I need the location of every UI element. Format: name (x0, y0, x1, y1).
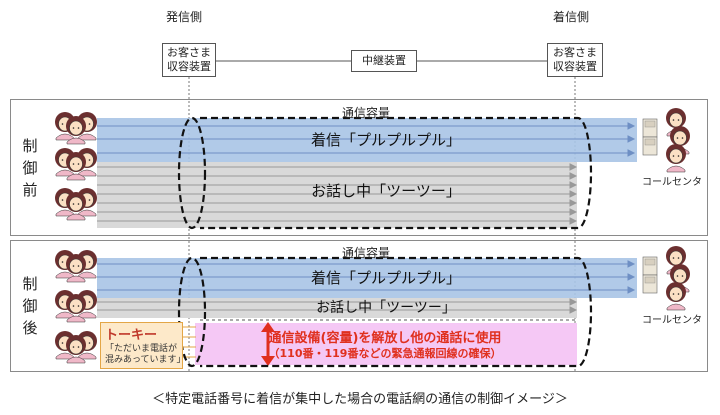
sender-side-label: 発信側 (166, 10, 203, 24)
receiver-box-line1: お客さま (553, 46, 597, 59)
after-busy-text: お話し中「ツーツー」 (316, 300, 456, 316)
sender-box-line2: 収容装置 (167, 60, 211, 73)
after-busy-arrows (97, 298, 578, 314)
diagram-caption: ＜特定電話番号に着信が集中した場合の電話網の通信の制御イメージ＞ (152, 392, 568, 407)
after-control-panel (10, 240, 708, 372)
after-busy-band (97, 298, 577, 318)
before-side-label: 制 御 前 (22, 137, 38, 199)
after-incoming-band (97, 258, 637, 298)
before-capacity-pipe-end (177, 116, 207, 230)
before-capacity-label: 通信容量 (342, 106, 391, 120)
before-incoming-arrows (97, 122, 636, 157)
after-capacity-label: 通信容量 (342, 246, 391, 260)
relay-equipment-box: 中継装置 (351, 50, 417, 72)
before-busy-band (97, 162, 577, 228)
release-text-line1: 通信設備(容量)を解放し他の通話に使用 (268, 331, 502, 346)
after-incoming-text: 着信「プルプルプル」 (310, 269, 462, 287)
after-caller-group-1 (55, 250, 97, 282)
receiver-equipment-box: お客さま 収容装置 (547, 43, 603, 77)
after-callcenter-icon (642, 245, 691, 311)
before-capacity-pipe (200, 116, 593, 230)
after-incoming-arrows (97, 260, 636, 294)
after-side-label: 制 御 後 (22, 275, 38, 337)
before-incoming-band (97, 118, 637, 162)
before-control-panel (10, 99, 708, 236)
before-incoming-text: 着信「プルプルプル」 (310, 131, 462, 149)
after-callcenter-label: コールセンタ (642, 315, 702, 326)
before-caller-group-2 (55, 148, 97, 180)
after-caller-group-3 (55, 331, 97, 363)
talkie-message: 「ただいま電話が 混みあっています」 (105, 344, 186, 365)
receiver-box-line2: 収容装置 (553, 60, 597, 73)
before-callcenter-icon (642, 107, 691, 173)
before-caller-group-1 (55, 112, 97, 144)
after-capacity-pipe-end (177, 256, 207, 368)
talkie-title: トーキー (105, 328, 158, 343)
release-double-arrow (261, 322, 275, 366)
before-callcenter-label: コールセンタ (642, 177, 702, 188)
sender-box-line1: お客さま (167, 46, 211, 59)
before-busy-arrows (97, 163, 578, 225)
after-caller-group-2 (55, 290, 97, 322)
before-caller-group-3 (55, 188, 97, 220)
after-release-band (195, 323, 577, 365)
sender-equipment-box: お客さま 収容装置 (162, 43, 216, 77)
talkie-callout: トーキー 「ただいま電話が 混みあっています」 (100, 322, 186, 369)
before-busy-text: お話し中「ツーツー」 (311, 182, 461, 200)
receiver-side-label: 着信側 (553, 10, 590, 24)
after-capacity-pipe (200, 256, 593, 368)
release-text-line2: （110番・119番などの緊急通報回線の確保） (268, 347, 502, 360)
